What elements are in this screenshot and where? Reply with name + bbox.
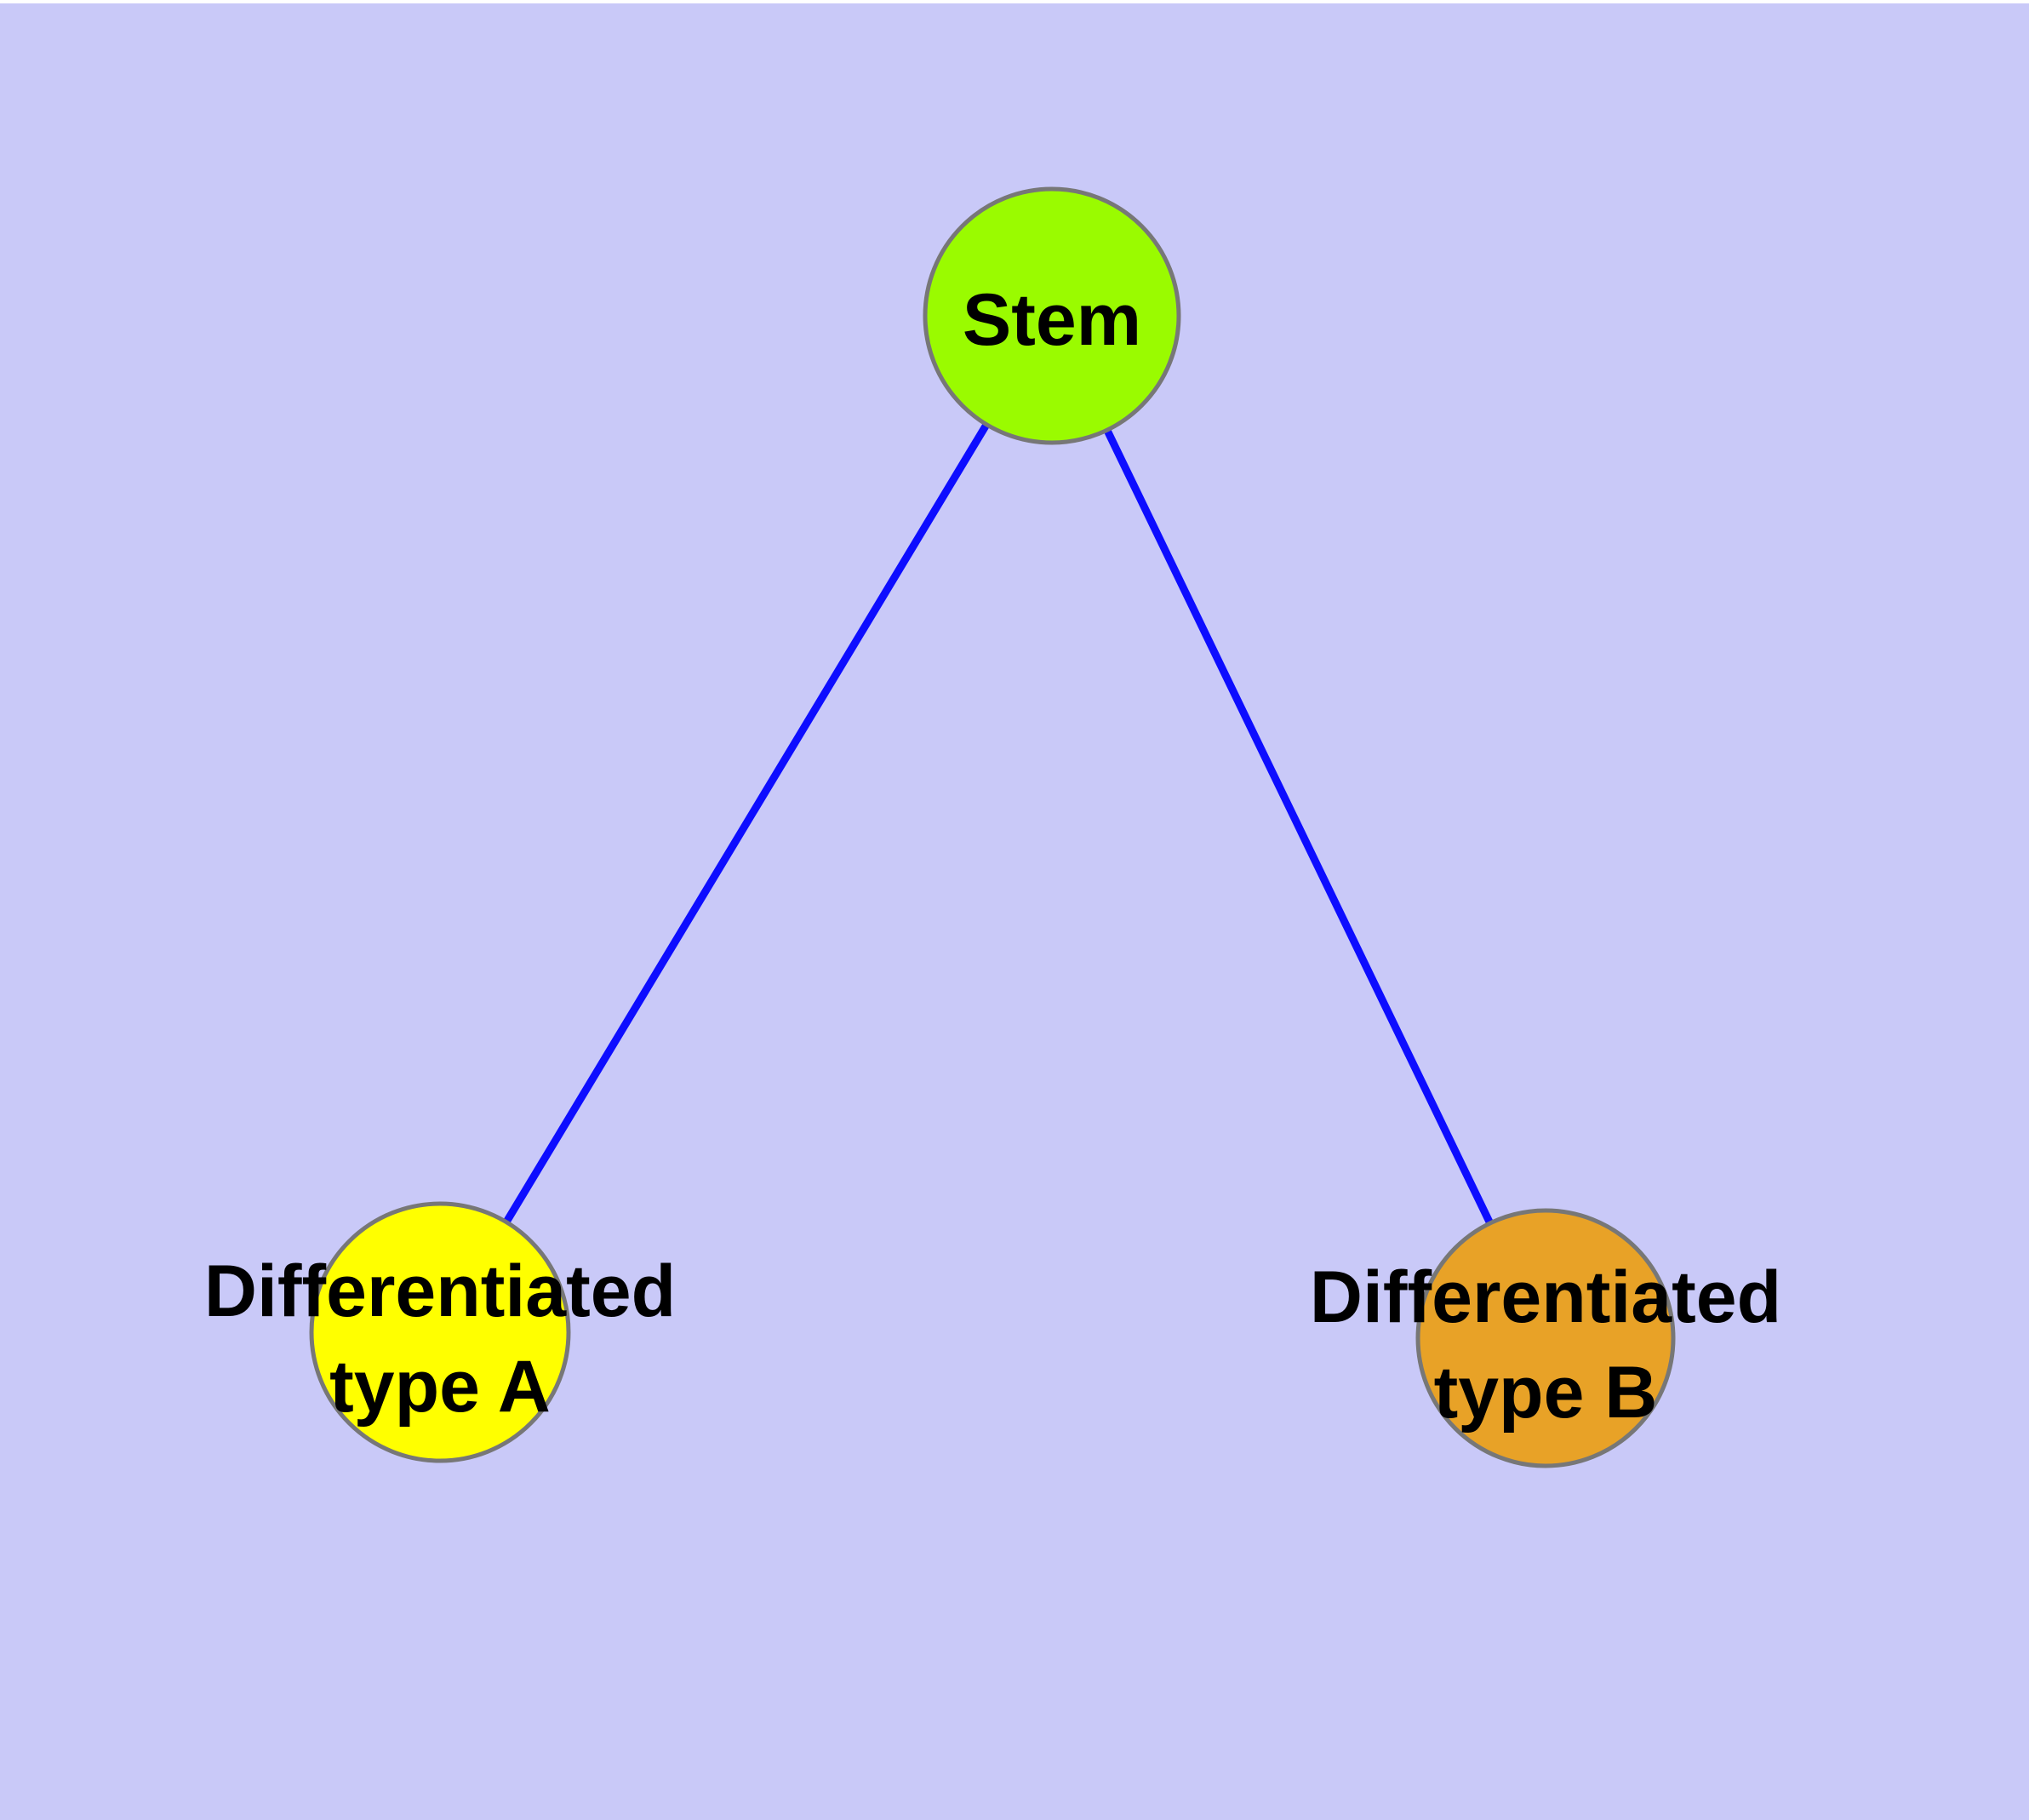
edge-stem-to-type-a [437,313,1055,1335]
node-type-a-label-line2: type A [329,1346,551,1428]
node-type-b-label-line1: Differentiated [1310,1256,1781,1338]
node-type-a-circle [309,1201,571,1463]
edge-stem-to-type-b [1048,314,1550,1340]
node-layer: Stem Differentiated type A Differentiate… [204,186,1781,1468]
node-stem-label: Stem [963,279,1141,361]
node-stem-circle [923,186,1181,445]
node-type-b-circle [1415,1208,1676,1468]
edge-layer [437,313,1550,1340]
node-type-b-label-line2: type B [1434,1352,1658,1434]
node-type-a-label-line1: Differentiated [204,1251,676,1332]
canvas-top-strip [0,0,2029,3]
